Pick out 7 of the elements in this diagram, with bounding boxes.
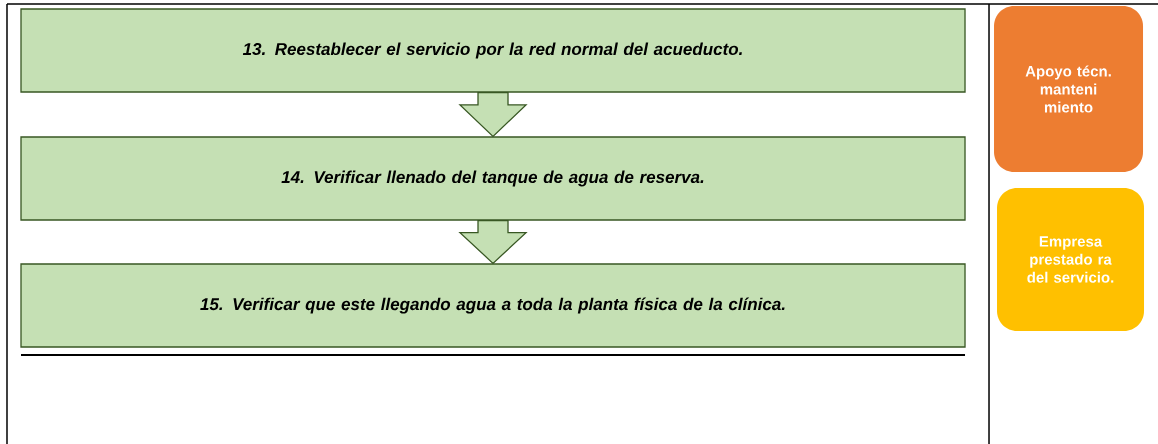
role-box: Apoyo técn. manteni miento <box>994 6 1143 172</box>
process-box: 14. Verificar llenado del tanque de agua de reserva. <box>20 136 966 221</box>
block-arrow <box>458 220 528 265</box>
process-box: 15. Verificar que este llegando agua a toda la planta física de la clínica. <box>20 263 966 348</box>
role-box: Empresa prestado ra del servicio. <box>997 188 1144 331</box>
process-box: 13. Reestablecer el servicio por la red normal del acueducto. <box>20 8 966 93</box>
block-arrow <box>458 92 528 138</box>
